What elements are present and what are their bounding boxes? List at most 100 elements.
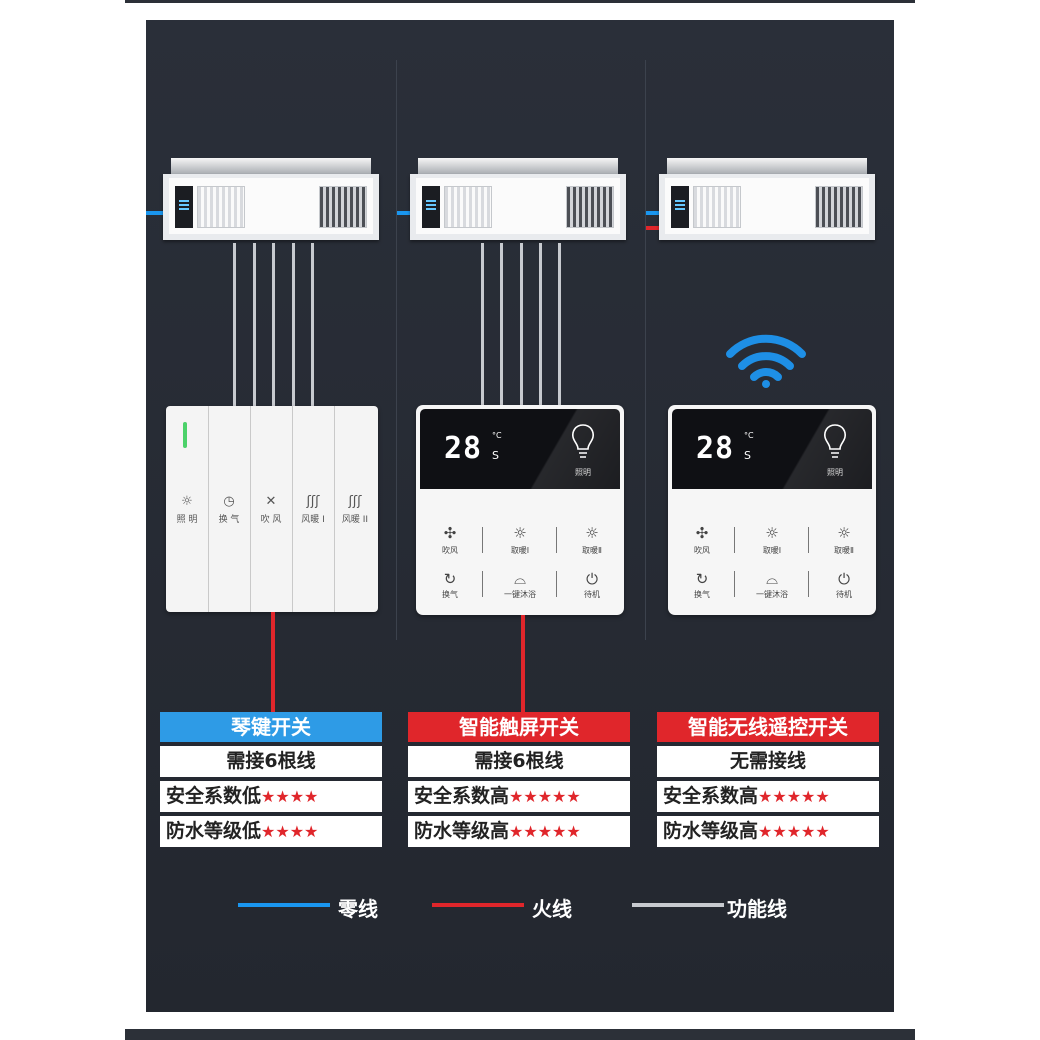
function-wire <box>500 243 503 406</box>
wiring-row: 需接6根线 <box>408 746 630 777</box>
vent-grille-icon <box>693 186 741 228</box>
comparison-table-rocker: 琴键开关 需接6根线 安全系数低★★★★ 防水等级低★★★★ <box>160 712 382 847</box>
rocker-key-vent[interactable]: ◷ 换 气 <box>208 406 251 612</box>
waterproof-label: 防水等级低 <box>166 820 262 842</box>
refresh-icon[interactable]: ↻ <box>443 570 457 588</box>
sun-icon[interactable]: ☼ <box>585 524 599 542</box>
touch-switch-panel: 28 °C S 照明 ✣ 吹风 ☼ 取暖Ⅰ ☼ 取暖Ⅱ ↻ 换气 ⌓ 一键沐浴 … <box>416 405 624 615</box>
waterproof-label: 防水等级高 <box>414 820 510 842</box>
wireless-signal-icon <box>726 334 806 388</box>
button-separator <box>482 527 483 553</box>
safety-label: 安全系数低 <box>166 785 262 807</box>
heat2-icon: ʃʃʃ <box>348 494 362 509</box>
temperature-readout: 28 <box>696 431 735 466</box>
function-wire <box>539 243 542 406</box>
heater-display-icon <box>175 186 193 228</box>
light-bulb-icon[interactable] <box>570 423 596 463</box>
waterproof-row: 防水等级低★★★★ <box>160 816 382 847</box>
refresh-icon[interactable]: ↻ <box>695 570 709 588</box>
temperature-unit: °C <box>744 431 754 440</box>
sun-icon[interactable]: ☼ <box>513 524 527 542</box>
shower-icon[interactable]: ⌓ <box>514 570 526 588</box>
heater-display-icon <box>422 186 440 228</box>
table-title: 智能无线遥控开关 <box>657 712 879 742</box>
light-label: 照明 <box>575 468 591 477</box>
fan-icon[interactable]: ✣ <box>443 524 457 542</box>
touch-button-label: 吹风 <box>694 546 710 555</box>
touch-button-label: 取暖Ⅱ <box>834 546 854 555</box>
button-separator <box>556 571 557 597</box>
touch-button-label: 一键沐浴 <box>504 590 536 599</box>
seconds-unit: S <box>492 449 499 462</box>
rocker-key-light[interactable]: ☼ 照 明 <box>166 406 209 612</box>
waterproof-row: 防水等级高★★★★★ <box>657 816 879 847</box>
touch-button-label: 换气 <box>694 590 710 599</box>
button-separator <box>808 571 809 597</box>
rocker-key-heat2[interactable]: ʃʃʃ 风暖 II <box>334 406 377 612</box>
neutral-wire <box>146 211 168 215</box>
rocker-key-label: 换 气 <box>218 515 240 525</box>
rocker-switch: ☼ 照 明 ◷ 换 气 ✕ 吹 风 ʃʃʃ 风暖 I ʃʃʃ 风暖 II <box>166 406 378 612</box>
live-wire <box>271 612 275 712</box>
power-icon[interactable]: ⏻ <box>586 570 598 588</box>
heater-grille-icon <box>319 186 367 228</box>
button-separator <box>808 527 809 553</box>
comparison-table-wireless: 智能无线遥控开关 无需接线 安全系数高★★★★★ 防水等级高★★★★★ <box>657 712 879 847</box>
column-divider <box>645 60 646 640</box>
waterproof-label: 防水等级高 <box>663 820 759 842</box>
legend-neutral-swatch <box>238 903 330 907</box>
power-icon[interactable]: ⏻ <box>838 570 850 588</box>
safety-row: 安全系数高★★★★★ <box>408 781 630 812</box>
function-wire <box>558 243 561 406</box>
sun-icon[interactable]: ☼ <box>765 524 779 542</box>
light-icon: ☼ <box>181 494 193 509</box>
touch-screen-display: 28 °C S 照明 <box>420 409 620 489</box>
waterproof-stars: ★★★★★ <box>509 822 581 841</box>
button-separator <box>734 571 735 597</box>
rocker-key-fan[interactable]: ✕ 吹 风 <box>250 406 293 612</box>
neutral-wire <box>646 211 662 215</box>
power-indicator <box>183 422 187 448</box>
legend-neutral-label: 零线 <box>338 897 378 921</box>
light-bulb-icon[interactable] <box>822 423 848 463</box>
function-wire <box>311 243 314 406</box>
temperature-readout: 28 <box>444 431 483 466</box>
rocker-key-label: 风暖 I <box>301 515 325 525</box>
fan-icon: ✕ <box>265 494 277 509</box>
function-wire <box>253 243 256 406</box>
rocker-key-heat1[interactable]: ʃʃʃ 风暖 I <box>292 406 335 612</box>
fan-icon[interactable]: ✣ <box>695 524 709 542</box>
column-divider <box>396 60 397 640</box>
rocker-key-label: 风暖 II <box>341 515 369 525</box>
touch-button-label: 取暖Ⅰ <box>510 546 530 555</box>
safety-stars: ★★★★★ <box>758 787 830 806</box>
touch-button-label: 吹风 <box>442 546 458 555</box>
safety-stars: ★★★★ <box>261 787 319 806</box>
safety-label: 安全系数高 <box>663 785 759 807</box>
touch-button-label: 待机 <box>836 590 852 599</box>
top-edge-bar <box>125 0 915 3</box>
function-wire <box>292 243 295 406</box>
function-wire <box>520 243 523 406</box>
legend-live-label: 火线 <box>532 897 572 921</box>
rocker-key-label: 吹 风 <box>260 515 282 525</box>
touch-button-label: 换气 <box>442 590 458 599</box>
waterproof-row: 防水等级高★★★★★ <box>408 816 630 847</box>
table-title: 智能触屏开关 <box>408 712 630 742</box>
safety-row: 安全系数低★★★★ <box>160 781 382 812</box>
waterproof-stars: ★★★★★ <box>758 822 830 841</box>
vent-icon: ◷ <box>223 494 235 509</box>
bottom-edge-bar <box>125 1029 915 1040</box>
bath-heater-unit <box>163 158 379 254</box>
table-title: 琴键开关 <box>160 712 382 742</box>
shower-icon[interactable]: ⌓ <box>766 570 778 588</box>
function-wire <box>481 243 484 406</box>
button-separator <box>482 571 483 597</box>
button-separator <box>734 527 735 553</box>
function-wire <box>272 243 275 406</box>
heater-grille-icon <box>566 186 614 228</box>
sun-icon[interactable]: ☼ <box>837 524 851 542</box>
safety-stars: ★★★★★ <box>509 787 581 806</box>
touch-button-label: 待机 <box>584 590 600 599</box>
wiring-row: 需接6根线 <box>160 746 382 777</box>
